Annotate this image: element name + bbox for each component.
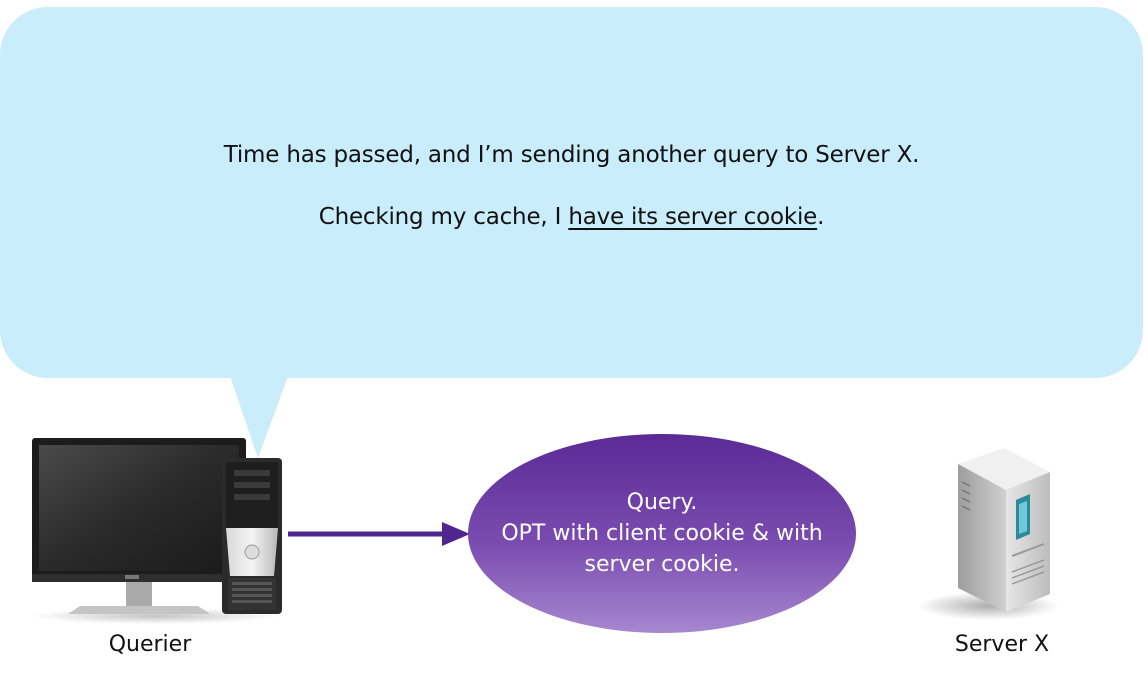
- bubble-line-2-suffix: .: [817, 204, 825, 230]
- message-line-1: Query.: [626, 490, 698, 515]
- query-arrow: [288, 522, 470, 546]
- desktop-computer-icon: [30, 438, 282, 624]
- query-message-ellipse: Query. OPT with client cookie & with ser…: [468, 434, 856, 633]
- speech-bubble: [0, 7, 1143, 378]
- querier-label: Querier: [108, 632, 192, 657]
- server-x-label: Server X: [954, 632, 1050, 657]
- bubble-line-1: Time has passed, and I’m sending another…: [223, 142, 920, 168]
- message-line-2: OPT with client cookie & with: [501, 521, 823, 546]
- bubble-line-2-prefix: Checking my cache, I: [318, 204, 569, 230]
- bubble-line-2-underlined: have its server cookie: [568, 204, 818, 230]
- speech-bubble-text: Time has passed, and I’m sending another…: [0, 142, 1143, 266]
- message-line-3: server cookie.: [584, 552, 740, 577]
- server-tower-icon: [918, 448, 1058, 620]
- bubble-line-2: Checking my cache, I have its server coo…: [0, 204, 1143, 230]
